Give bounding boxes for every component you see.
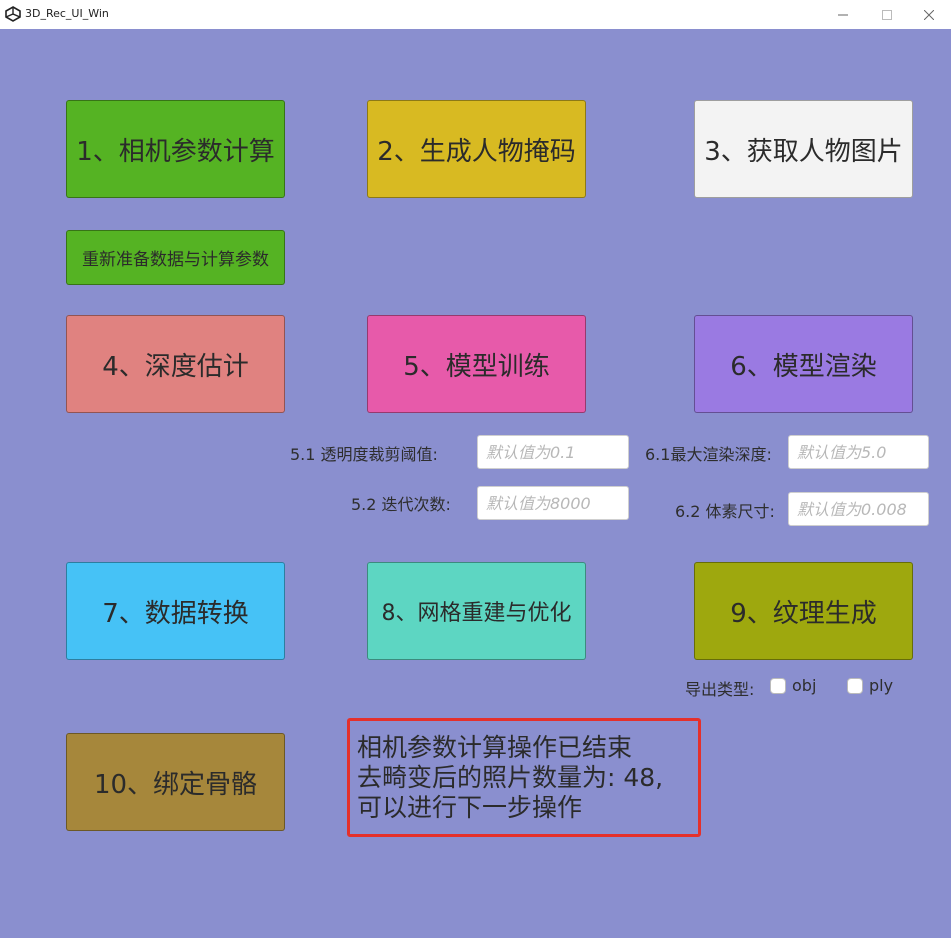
opacity-threshold-label: 5.1 透明度裁剪阈值: [290,445,438,464]
maximize-icon [882,9,892,20]
iterations-input[interactable] [477,486,629,520]
ply-checkbox[interactable] [847,678,863,694]
iterations-label: 5.2 迭代次数: [351,495,451,514]
data-conversion-button[interactable]: 7、数据转换 [66,562,285,660]
opacity-threshold-input[interactable] [477,435,629,469]
minimize-icon [838,14,848,15]
minimize-button[interactable] [821,0,865,29]
ply-option-label: ply [869,676,894,695]
get-person-images-button[interactable]: 3、获取人物图片 [694,100,913,198]
reprepare-data-button[interactable]: 重新准备数据与计算参数 [66,230,285,285]
texture-generation-button[interactable]: 9、纹理生成 [694,562,913,660]
export-type-label: 导出类型: [685,680,755,699]
window-title: 3D_Rec_UI_Win [25,7,109,20]
title-bar: 3D_Rec_UI_Win [0,0,951,29]
max-render-depth-label: 6.1最大渲染深度: [645,445,772,464]
close-icon [924,9,934,20]
mesh-reconstruction-button[interactable]: 8、网格重建与优化 [367,562,586,660]
model-render-button[interactable]: 6、模型渲染 [694,315,913,413]
status-message-box: 相机参数计算操作已结束 去畸变后的照片数量为: 48, 可以进行下一步操作 [347,718,701,837]
voxel-size-input[interactable] [788,492,929,526]
bind-skeleton-button[interactable]: 10、绑定骨骼 [66,733,285,831]
camera-params-button[interactable]: 1、相机参数计算 [66,100,285,198]
obj-option-label: obj [792,676,817,695]
main-panel: 1、相机参数计算 2、生成人物掩码 3、获取人物图片 重新准备数据与计算参数 4… [0,29,951,938]
model-training-button[interactable]: 5、模型训练 [367,315,586,413]
unity-icon [5,6,21,22]
status-line-1: 相机参数计算操作已结束 [357,733,633,762]
status-line-3: 可以进行下一步操作 [357,793,583,822]
depth-estimation-button[interactable]: 4、深度估计 [66,315,285,413]
maximize-button[interactable] [865,0,909,29]
max-render-depth-input[interactable] [788,435,929,469]
voxel-size-label: 6.2 体素尺寸: [675,502,775,521]
generate-mask-button[interactable]: 2、生成人物掩码 [367,100,586,198]
obj-checkbox[interactable] [770,678,786,694]
close-button[interactable] [907,0,951,29]
status-line-2: 去畸变后的照片数量为: 48, [357,763,664,792]
